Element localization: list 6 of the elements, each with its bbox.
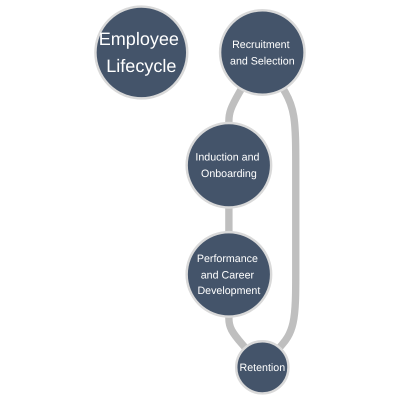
node-circle: Retention: [234, 340, 290, 395]
connector: [276, 87, 300, 350]
node-circle: Performance and Career Development: [185, 230, 272, 318]
node-circle: Employee Lifecycle: [94, 5, 188, 100]
node-circle: Recruitment and Selection: [218, 9, 306, 96]
node-circle: Induction and Onboarding: [185, 122, 272, 209]
